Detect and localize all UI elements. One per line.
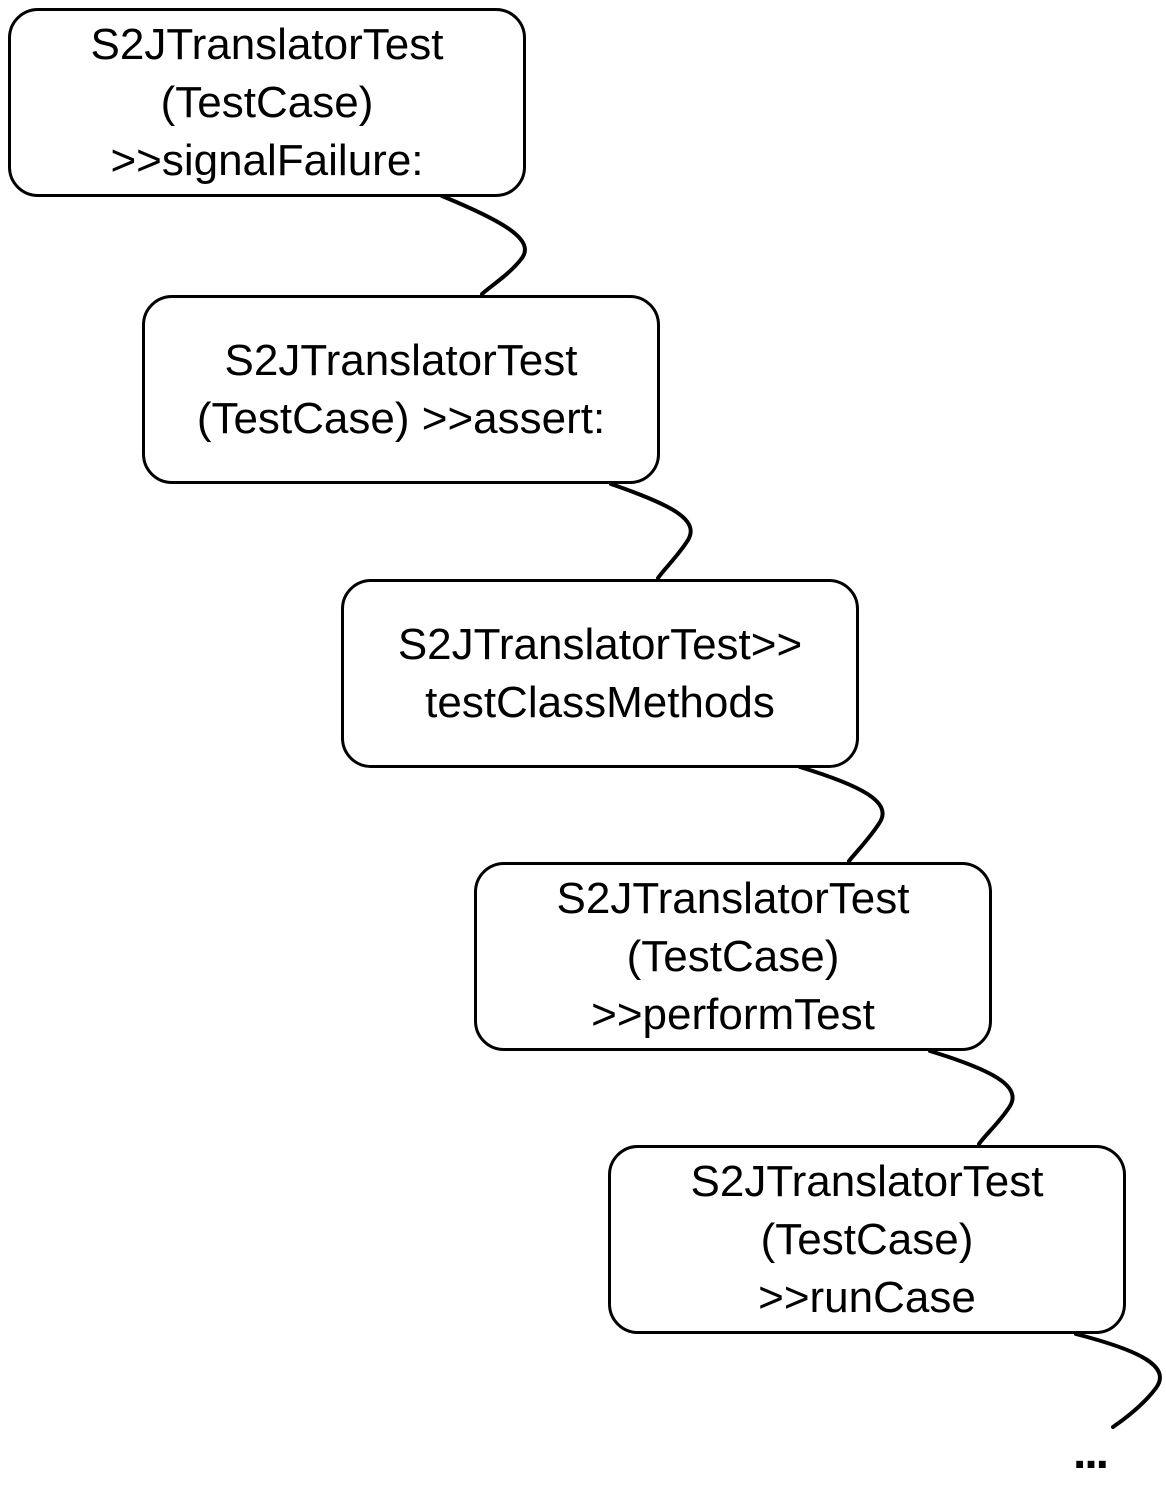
stack-frame-perform-test: S2JTranslatorTest (TestCase) >>performTe… (474, 862, 992, 1051)
frame-class-name: S2JTranslatorTest (224, 335, 578, 385)
connector-3-4 (798, 765, 885, 863)
frame-superclass: (TestCase) (760, 1214, 974, 1264)
frame-superclass: (TestCase) (160, 77, 374, 127)
connector-2-3 (609, 482, 693, 580)
stack-frame-test-class-methods: S2JTranslatorTest>> testClassMethods (341, 579, 859, 768)
frame-class-name: S2JTranslatorTest (90, 19, 444, 69)
continuation-ellipsis: ... (1072, 1426, 1109, 1479)
frame-method: >>performTest (591, 989, 875, 1039)
frame-method: >>signalFailure: (110, 135, 424, 185)
frame-class-name: S2JTranslatorTest (690, 1156, 1044, 1206)
connector-5-more (1074, 1332, 1162, 1429)
stack-frame-run-case: S2JTranslatorTest (TestCase) >>runCase (608, 1145, 1126, 1334)
connector-4-5 (928, 1049, 1015, 1146)
connector-1-2 (440, 194, 527, 296)
frame-superclass-method: (TestCase) >>assert: (196, 393, 606, 443)
frame-method: testClassMethods (425, 677, 775, 727)
frame-class-name: S2JTranslatorTest>> (397, 619, 803, 669)
frame-class-name: S2JTranslatorTest (556, 873, 910, 923)
stack-frame-assert: S2JTranslatorTest (TestCase) >>assert: (142, 295, 660, 484)
frame-superclass: (TestCase) (626, 931, 840, 981)
stack-frame-signal-failure: S2JTranslatorTest (TestCase) >>signalFai… (8, 8, 526, 197)
frame-method: >>runCase (758, 1272, 976, 1322)
